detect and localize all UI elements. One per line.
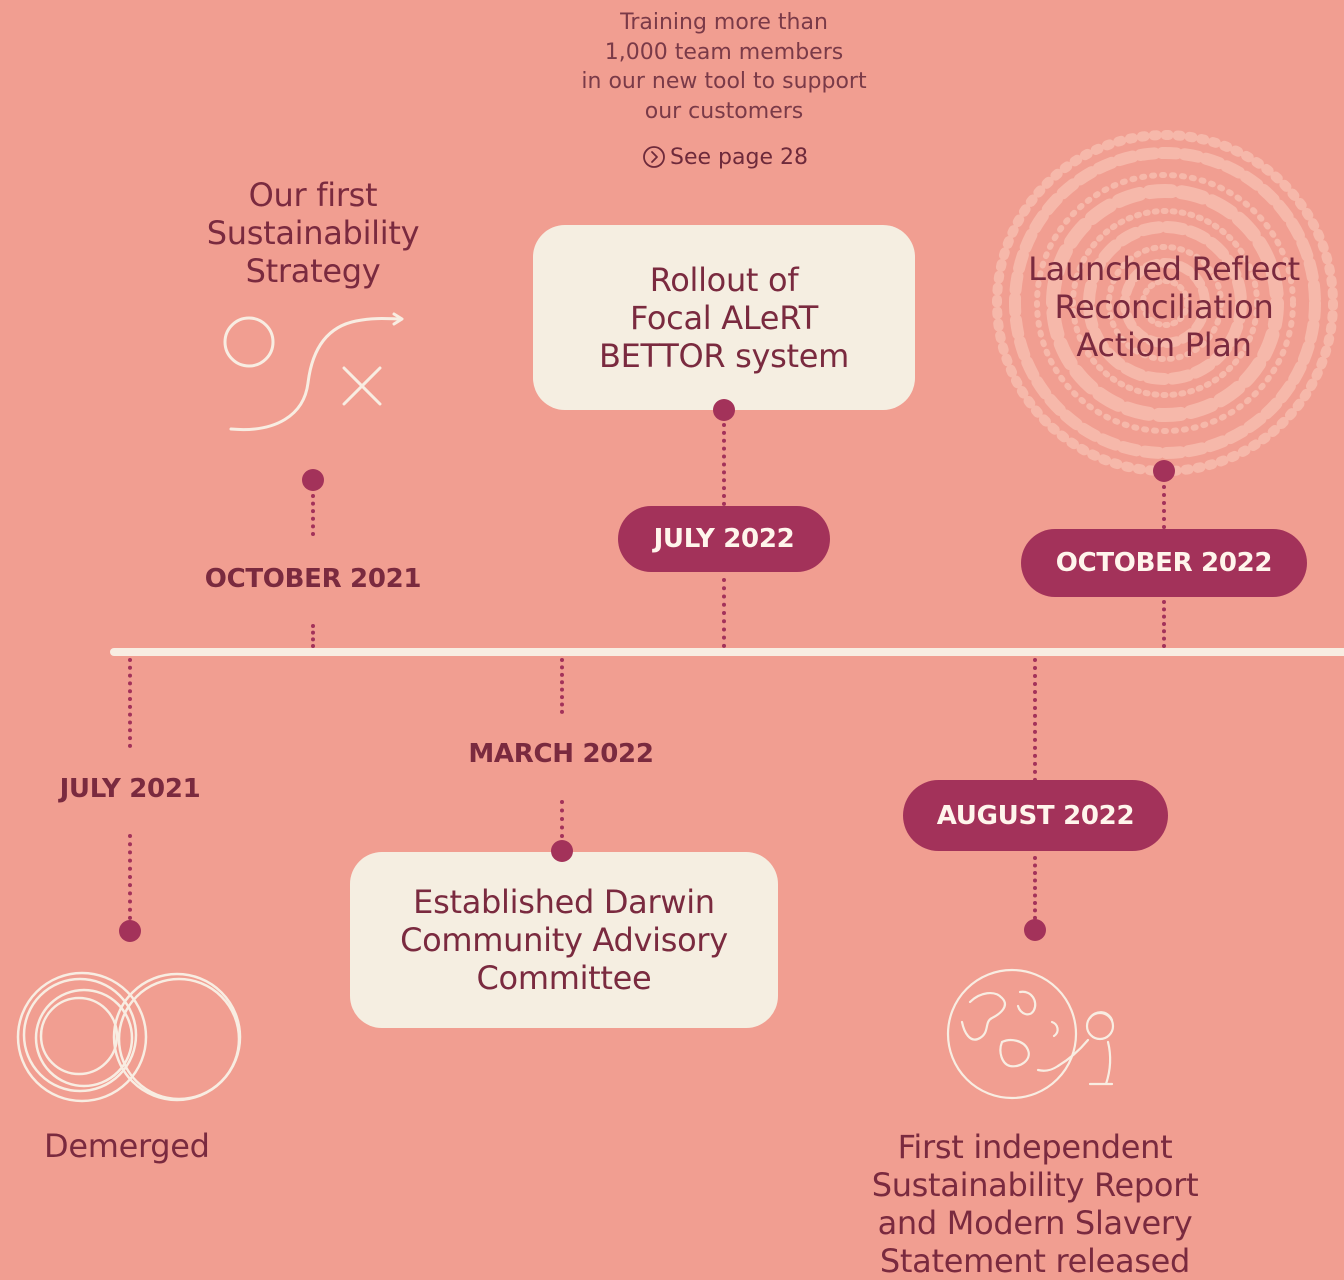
event-date-mar2022: MARCH 2022 [468,739,654,769]
title-line: Established Darwin [413,883,715,921]
note-line: in our new tool to support [581,69,867,94]
event-marker-mar2022 [551,840,573,862]
see-page-label: See page 28 [670,144,808,170]
title-line: Our first [248,176,378,214]
connector-jul2022-bottom [722,578,730,648]
event-date-oct2022: OCTOBER 2022 [1021,529,1307,597]
title-line: Statement released [879,1242,1191,1280]
title-line: Launched Reflect [1028,250,1300,288]
event-card-jul2022: Rollout of Focal ALeRT BETTOR system [533,225,915,410]
timeline-line [110,648,1344,656]
title-line: First independent [897,1128,1173,1166]
note-line: Training more than [620,10,828,35]
note-line: our customers [644,98,804,124]
event-card-mar2022: Established Darwin Community Advisory Co… [350,852,778,1028]
title-line: Reconciliation [1054,288,1274,326]
connector-oct2021-bottom [311,624,319,648]
overlapping-circles-icon [16,971,242,1103]
event-title-jul2021: Demerged [44,1127,210,1165]
circle-chevron-right-icon [643,146,665,168]
title-line: BETTOR system [598,336,850,375]
connector-oct2021-top [311,494,319,536]
training-note: Training more than 1,000 team members in… [544,8,904,126]
event-title-aug2022: First independent Sustainability Report … [855,1128,1215,1280]
event-date-jul2021: JULY 2021 [59,774,201,804]
title-line: Action Plan [1076,326,1252,364]
connector-aug2022-top [1033,658,1041,782]
event-marker-oct2021 [302,469,324,491]
connector-oct2022-top [1162,485,1170,529]
title-line: Community Advisory [400,921,728,959]
connector-jul2021-top [128,658,136,748]
event-marker-jul2022 [713,399,735,421]
see-page-link[interactable]: See page 28 [642,143,808,171]
event-marker-jul2021 [119,920,141,942]
title-line: Sustainability Report [871,1166,1199,1204]
event-title-oct2022: Launched Reflect Reconciliation Action P… [1004,250,1324,364]
title-line: Committee [476,959,652,997]
title-line: Strategy [245,252,381,290]
note-line: 1,000 team members [604,39,844,65]
connector-aug2022-bottom [1033,856,1041,920]
event-date-oct2021: OCTOBER 2021 [204,564,422,594]
strategy-play-sketch-icon [223,312,404,432]
event-date-aug2022: AUGUST 2022 [903,780,1168,851]
connector-oct2022-bottom [1162,600,1170,648]
event-marker-aug2022 [1024,919,1046,941]
event-marker-oct2022 [1153,460,1175,482]
title-line: Rollout of [649,260,799,299]
title-line: Sustainability [206,214,420,252]
event-date-jul2022: JULY 2022 [618,506,830,572]
connector-mar2022-top [560,658,568,714]
event-title-oct2021: Our first Sustainability Strategy [163,176,463,290]
title-line: Focal ALeRT [629,298,819,337]
connector-jul2022-top [722,423,730,506]
connector-jul2021-bottom [128,834,136,920]
connector-mar2022-bottom [560,800,568,838]
person-hugging-globe-icon [946,968,1115,1100]
title-line: and Modern Slavery [877,1204,1193,1242]
